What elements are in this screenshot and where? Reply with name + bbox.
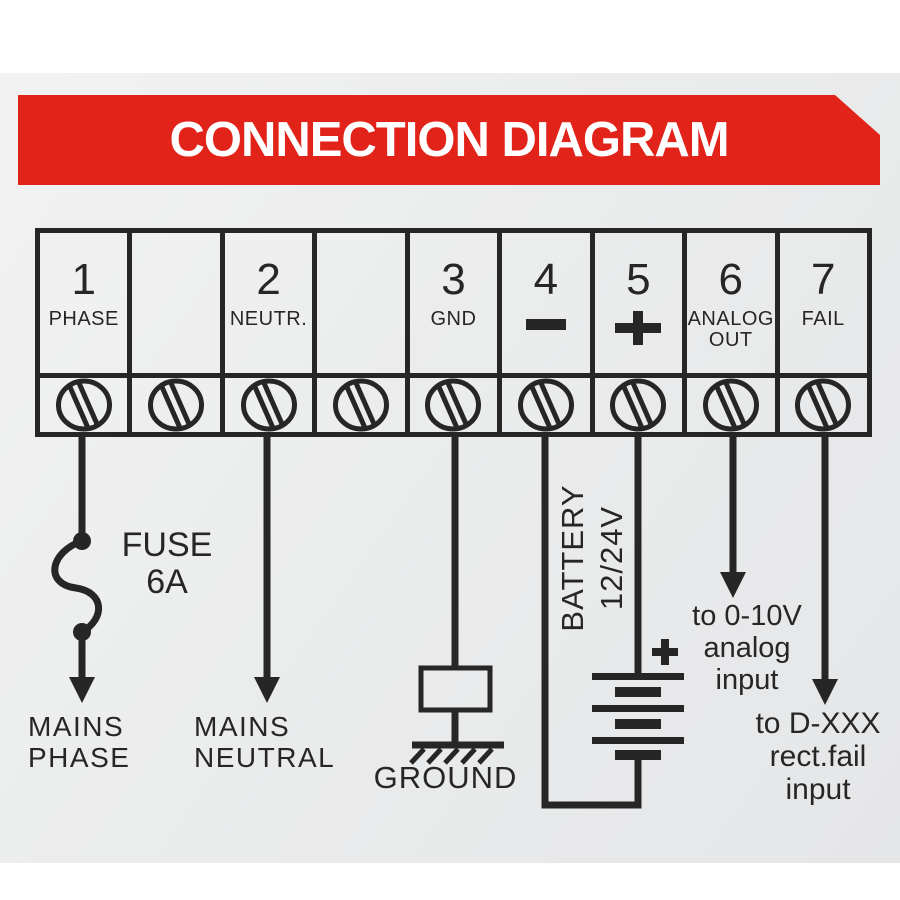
terminal-cell-3: 3 GND xyxy=(409,233,503,432)
screw-icon xyxy=(517,378,574,432)
screw-terminal xyxy=(40,378,127,432)
minus-symbol xyxy=(525,319,566,330)
screw-icon xyxy=(610,378,667,432)
screw-icon xyxy=(795,378,852,432)
terminal-label: NEUTR. xyxy=(229,308,308,330)
terminal-number: 7 xyxy=(810,255,836,304)
terminal-label-area: 5 xyxy=(594,233,683,378)
terminal-cell-blank-1 xyxy=(132,233,225,432)
fuse-label: FUSE 6A xyxy=(121,526,213,601)
terminal-cell-5: 5 xyxy=(594,233,688,432)
terminal-cell-4: 4 xyxy=(502,233,595,432)
terminal-label-area: 2 NEUTR. xyxy=(224,233,313,378)
screw-icon xyxy=(240,378,297,432)
mains-phase-label: MAINS PHASE xyxy=(28,711,131,773)
terminal-label: PHASE xyxy=(48,308,119,330)
screw-icon xyxy=(333,378,390,432)
screw-terminal xyxy=(502,378,589,432)
terminal-label-area xyxy=(317,233,405,378)
terminal-number: 5 xyxy=(626,255,651,304)
ground-label: GROUND xyxy=(373,760,518,795)
screw-terminal xyxy=(225,378,312,432)
terminal-label-area xyxy=(132,233,220,378)
terminal-label: ANALOG OUT xyxy=(687,308,774,351)
screw-terminal xyxy=(595,378,682,432)
battery-label: BATTERY 12/24V xyxy=(555,484,629,632)
terminal-number: 2 xyxy=(256,255,281,304)
terminal-number: 4 xyxy=(533,255,559,304)
screw-terminal xyxy=(132,378,219,432)
terminal-cell-6: 6 ANALOG OUT xyxy=(687,233,780,432)
terminal-cell-1: 1 PHASE xyxy=(40,233,133,432)
screw-terminal xyxy=(317,378,404,432)
terminal-number: 1 xyxy=(71,255,96,304)
screw-terminal xyxy=(410,378,497,432)
terminal-cell-2: 2 NEUTR. xyxy=(224,233,318,432)
screw-terminal xyxy=(780,378,867,432)
terminal-cell-blank-3 xyxy=(317,233,410,432)
plus-symbol xyxy=(615,311,662,345)
terminal-label-area: 6 ANALOG OUT xyxy=(687,233,775,378)
mains-neutral-label: MAINS NEUTRAL xyxy=(194,711,336,773)
terminal-label-area: 4 xyxy=(502,233,590,378)
fail-input-note: to D-XXX rect.fail input xyxy=(755,707,881,806)
terminal-block: 1 PHASE xyxy=(35,228,872,437)
diagram-panel xyxy=(0,73,900,863)
terminal-label-area: 1 PHASE xyxy=(40,233,128,378)
page-title: CONNECTION DIAGRAM xyxy=(169,113,729,167)
analog-input-note: to 0-10V analog input xyxy=(692,600,802,696)
terminal-number: 6 xyxy=(718,255,744,304)
screw-icon xyxy=(702,378,759,432)
screw-icon xyxy=(148,378,205,432)
terminal-label-area: 7 FAIL xyxy=(779,233,867,378)
terminal-label: GND xyxy=(430,308,477,330)
screw-icon xyxy=(55,378,112,432)
screw-terminal xyxy=(687,378,774,432)
terminal-label-area: 3 GND xyxy=(409,233,498,378)
title-banner: CONNECTION DIAGRAM xyxy=(18,95,880,185)
terminal-cell-7: 7 FAIL xyxy=(779,233,867,432)
terminal-label: FAIL xyxy=(801,308,845,330)
terminal-number: 3 xyxy=(441,255,466,304)
screw-icon xyxy=(425,378,482,432)
